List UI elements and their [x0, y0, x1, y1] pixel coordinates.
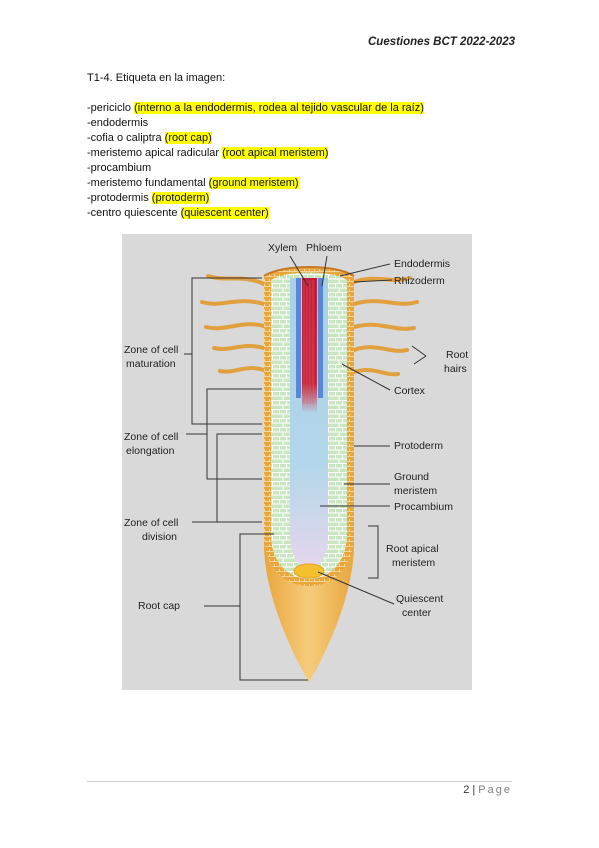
root-hairs [200, 274, 419, 377]
maturation-bracket [191, 277, 262, 425]
phloem-pointer [321, 255, 328, 287]
root-apical-meristem-bracket [368, 525, 379, 579]
item-text: -meristemo apical radicular [87, 147, 223, 159]
zone-maturation-label-line1: Zone of cell [124, 344, 178, 356]
quiescent-center-pointer [317, 571, 395, 605]
item-highlight: (ground meristem) [208, 177, 299, 189]
quiescent-center-shape [293, 563, 325, 579]
list-item: -cofia o caliptra (root cap) [87, 131, 424, 146]
ground-meristem-label-line1: Ground [394, 471, 429, 483]
division-bracket [216, 433, 262, 523]
footer-separator: | [472, 784, 476, 796]
quiescent-center-label-line1: Quiescent [396, 593, 443, 605]
item-text: -periciclo [87, 102, 135, 114]
procambium-label: Procambium [394, 501, 453, 513]
list-item: -protodermis (protoderm) [87, 191, 424, 206]
ground-meristem-label-line2: meristem [394, 485, 437, 497]
protoderm-label: Protoderm [394, 440, 443, 452]
root-diagram: Xylem Phloem Endodermis Rhizoderm Root h… [124, 242, 468, 682]
root-cap-label: Root cap [138, 600, 180, 612]
root-hairs-label-line1: Root [446, 349, 468, 361]
xylem-pointer [289, 255, 309, 287]
item-text: -procambium [87, 162, 152, 174]
footer-divider [87, 781, 512, 782]
endodermis-label: Endodermis [394, 258, 450, 270]
label-list: -periciclo (interno a la endodermis, rod… [87, 101, 424, 221]
cortex-pointer [341, 363, 391, 391]
item-text: -endodermis [87, 117, 149, 129]
root-hairs-label-line2: hairs [444, 363, 467, 375]
item-text: -centro quiescente [87, 207, 181, 219]
page-word: Page [478, 784, 512, 796]
list-item: -meristemo apical radicular (root apical… [87, 146, 424, 161]
rhizoderm-label: Rhizoderm [394, 275, 445, 287]
list-item: -endodermis [87, 116, 424, 131]
root-apical-meristem-label-line2: meristem [392, 557, 435, 569]
item-highlight: (root cap) [164, 132, 212, 144]
page-footer: 2 | Page [463, 784, 512, 796]
list-item: -periciclo (interno a la endodermis, rod… [87, 101, 424, 116]
zone-division-label-line2: division [142, 531, 177, 543]
list-item: -procambium [87, 161, 424, 176]
phloem-label: Phloem [306, 242, 342, 254]
phloem-strand-left [296, 278, 301, 398]
cortex-label: Cortex [394, 385, 426, 397]
zone-elongation-label-line2: elongation [126, 445, 175, 457]
item-highlight: (root apical meristem) [222, 147, 329, 159]
phloem-strand-right [318, 278, 323, 398]
root-hairs-pointer-2 [413, 355, 427, 365]
item-text: -cofia o caliptra [87, 132, 165, 144]
root-hairs-pointer-1 [411, 345, 427, 357]
root-apical-meristem-label-line1: Root apical [386, 543, 439, 555]
root-diagram-figure: Xylem Phloem Endodermis Rhizoderm Root h… [122, 234, 472, 690]
question-title: T1-4. Etiqueta en la imagen: [87, 72, 226, 84]
zone-elongation-label-line1: Zone of cell [124, 431, 178, 443]
item-highlight: (protoderm) [151, 192, 210, 204]
document-header-title: Cuestiones BCT 2022-2023 [367, 36, 515, 48]
quiescent-center-label-line2: center [402, 607, 432, 619]
page-number: 2 [463, 784, 470, 796]
endodermis-pointer [339, 263, 391, 277]
item-text: -protodermis [87, 192, 152, 204]
item-text: -meristemo fundamental [87, 177, 209, 189]
zone-division-label-line1: Zone of cell [124, 517, 178, 529]
root-cap-bracket [239, 533, 308, 681]
list-item: -centro quiescente (quiescent center) [87, 206, 424, 221]
list-item: -meristemo fundamental (ground meristem) [87, 176, 424, 191]
xylem-label: Xylem [268, 242, 297, 254]
rhizoderm-pointer [353, 279, 393, 283]
zone-maturation-label-line2: maturation [126, 358, 176, 370]
item-highlight: (quiescent center) [180, 207, 269, 219]
item-highlight: (interno a la endodermis, rodea al tejid… [134, 102, 424, 114]
